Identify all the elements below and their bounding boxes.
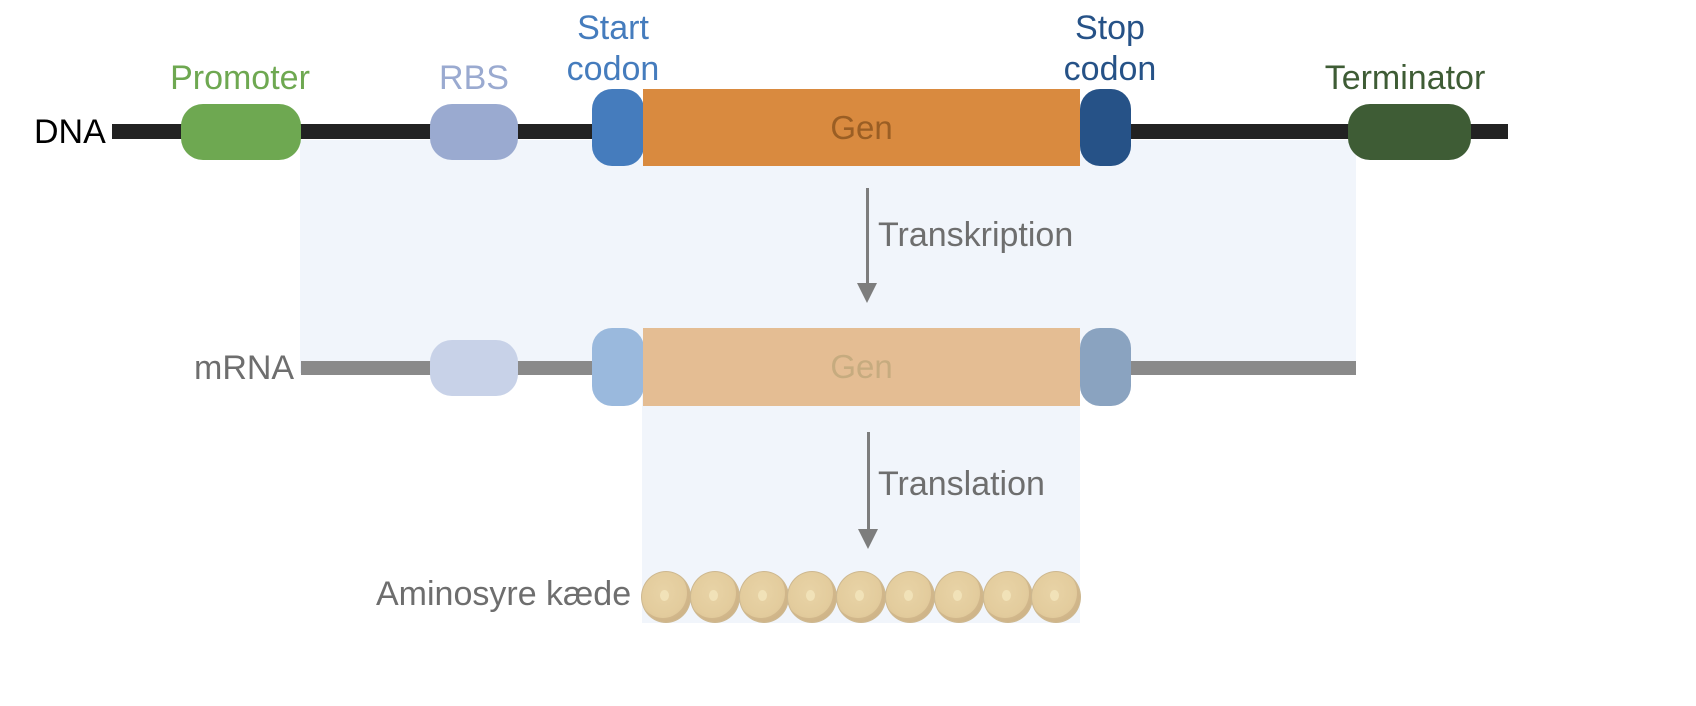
amino-acid-bead-highlight — [660, 590, 669, 601]
mrna-gene-block: Gen — [643, 328, 1080, 406]
start-codon-label-line1: Start — [577, 9, 649, 47]
amino-acid-bead — [689, 571, 740, 623]
mrna-label: mRNA — [194, 349, 295, 387]
rbs-block — [430, 104, 518, 160]
promoter-label: Promoter — [170, 59, 310, 97]
mrna-stop-codon-block — [1080, 328, 1131, 406]
rbs-label: RBS — [439, 59, 509, 97]
amino-acid-bead — [982, 571, 1033, 623]
amino-acid-bead-highlight — [904, 590, 913, 601]
transcription-arrow-shaft — [866, 188, 869, 284]
amino-acid-chain-label: Aminosyre kæde — [376, 575, 632, 613]
promoter-block — [181, 104, 301, 160]
amino-acid-bead-highlight — [855, 590, 865, 601]
amino-acid-bead — [885, 571, 935, 623]
stop-codon-label-line2: codon — [1063, 50, 1157, 88]
amino-acid-bead-highlight — [952, 590, 962, 601]
amino-acid-bead — [836, 571, 887, 623]
start-codon-label: Start codon — [548, 8, 678, 90]
transcription-label: Transkription — [878, 216, 1074, 254]
amino-acid-bead — [641, 571, 691, 623]
amino-acid-bead-highlight — [1001, 590, 1011, 601]
start-codon-label-line2: codon — [566, 50, 660, 88]
gene-label: Gen — [830, 108, 893, 146]
translation-arrow-head — [858, 529, 878, 549]
terminator-label: Terminator — [1324, 59, 1486, 97]
amino-acid-bead-highlight — [806, 590, 816, 601]
stop-codon-label-line1: Stop — [1075, 9, 1145, 47]
amino-acid-bead — [787, 571, 838, 623]
amino-acid-bead-highlight — [757, 590, 767, 601]
amino-acid-chain — [641, 571, 1082, 623]
stop-codon-block — [1080, 89, 1131, 166]
translation-label: Translation — [878, 465, 1045, 503]
translation-arrow-shaft — [867, 432, 870, 530]
transcription-arrow-head — [857, 283, 877, 303]
mrna-rbs-block — [430, 340, 518, 396]
start-codon-block — [592, 89, 644, 166]
amino-acid-bead — [933, 571, 984, 623]
amino-acid-bead — [738, 571, 789, 623]
mrna-gene-label: Gen — [830, 348, 893, 385]
amino-acid-bead — [1031, 571, 1082, 623]
gene-block: Gen — [643, 89, 1080, 166]
amino-acid-bead-highlight — [708, 590, 718, 601]
terminator-block — [1348, 104, 1471, 160]
stop-codon-label: Stop codon — [1045, 8, 1175, 90]
mrna-start-codon-block — [592, 328, 644, 406]
dna-label: DNA — [34, 113, 106, 151]
amino-acid-bead-highlight — [1050, 590, 1060, 601]
